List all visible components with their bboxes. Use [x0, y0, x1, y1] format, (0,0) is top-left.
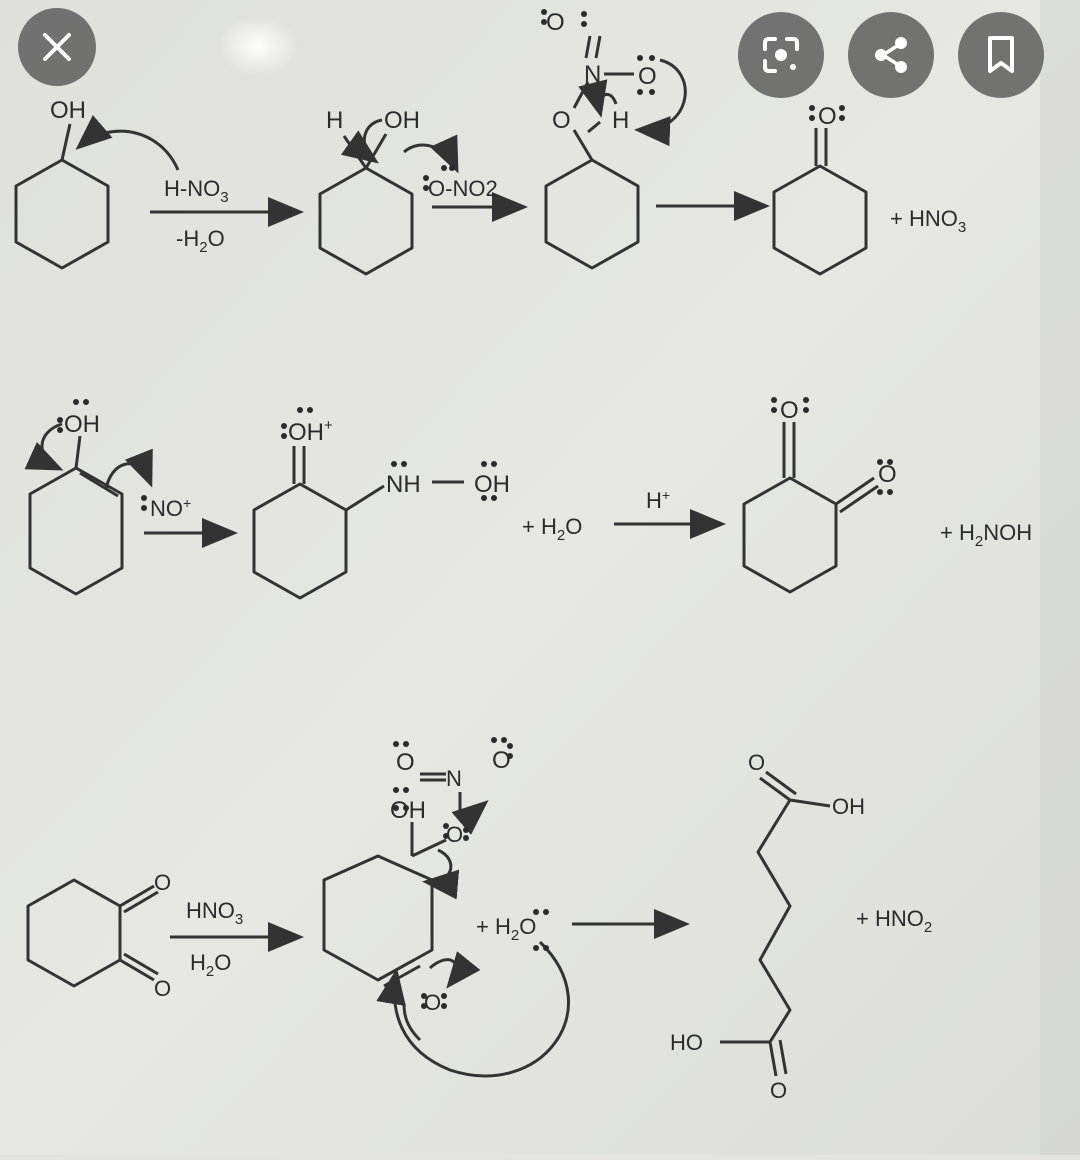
label-acid-o-bottom: O [770, 1078, 787, 1103]
share-button[interactable] [848, 12, 934, 98]
label-ketone-o-2: O [780, 397, 799, 424]
lens-button[interactable] [738, 12, 824, 98]
label-n: N [584, 61, 601, 88]
label-oh: OH [474, 471, 510, 498]
product-hno2: + HNO2 [856, 906, 932, 936]
label-oh-1: OH [50, 97, 86, 124]
label-enol-oh: OH [64, 411, 100, 438]
reagent-hno3: H-NO3 [164, 176, 229, 206]
label-protonated-oh: OH+ [288, 417, 333, 446]
label-acid-oh-top: OH [832, 794, 865, 819]
label-nitrosonium: NO+ [150, 495, 191, 521]
label-acid: H+ [646, 487, 670, 513]
label-dione-o2: O [154, 976, 171, 1001]
label-ketone-o: O [818, 103, 837, 130]
label-nitrate-o1: O [396, 749, 415, 776]
label-dione-o: O [878, 461, 897, 488]
label-water: + H2O [522, 514, 582, 544]
save-button[interactable] [958, 12, 1044, 98]
label-o-top: O [546, 9, 565, 36]
label-ketone-o-3: O [424, 990, 441, 1015]
reagent-hno3-2: HNO3 [186, 898, 243, 928]
bookmark-icon [988, 36, 1014, 73]
lens-scan-icon [763, 37, 799, 73]
close-icon [43, 33, 71, 61]
label-acid-ho-bottom: HO [670, 1030, 703, 1055]
label-o-right: O [638, 63, 657, 90]
label-h-2: H [612, 107, 629, 134]
reagent-minus-water: -H2O [176, 226, 225, 256]
reagent-water: H2O [190, 950, 231, 980]
product-hno3: + HNO3 [890, 206, 966, 236]
label-oh-2: OH [384, 107, 420, 134]
label-acid-o-top: O [748, 750, 765, 775]
label-h: H [326, 107, 343, 134]
label-nitrate-n: N [446, 766, 462, 791]
label-onitrite: O-NO2 [428, 176, 498, 201]
byproduct-hydroxylamine: + H2NOH [940, 520, 1032, 550]
label-water-2: + H2O [476, 914, 536, 944]
share-icon [875, 37, 907, 73]
label-nh: NH [386, 471, 421, 498]
label-dione-o1: O [154, 870, 171, 895]
label-nitrate-o2: O [492, 747, 511, 774]
label-oh-3: OH [390, 797, 426, 824]
label-o-left: O [552, 107, 571, 134]
close-button[interactable] [18, 8, 96, 86]
label-o-link: O [446, 822, 463, 847]
